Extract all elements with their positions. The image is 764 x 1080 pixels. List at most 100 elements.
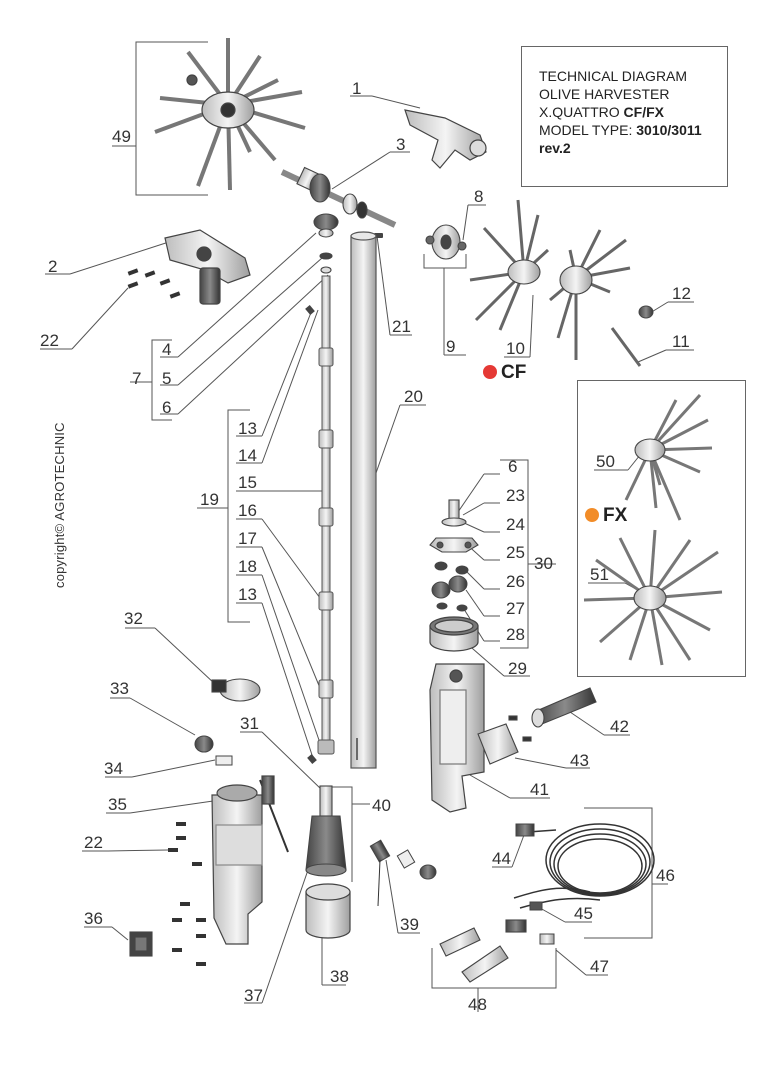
part-4-gear	[313, 213, 339, 238]
part-label-27: 27	[506, 599, 525, 618]
part-22-screws-bottom	[168, 822, 206, 966]
part-label-2: 2	[48, 257, 58, 276]
part-2-coupling	[164, 229, 251, 305]
cf-dot-icon	[483, 365, 497, 379]
part-label-19: 19	[200, 490, 219, 509]
title-line-1: TECHNICAL DIAGRAM	[539, 68, 688, 84]
part-label-38: 38	[330, 967, 349, 986]
part-label-6-left: 6	[162, 398, 172, 417]
part-5-bearing	[319, 252, 333, 260]
part-label-41: 41	[530, 780, 549, 799]
part-32-clamp	[211, 678, 261, 702]
part-label-11: 11	[672, 332, 690, 351]
part-36-switch	[129, 931, 153, 957]
part-label-31: 31	[240, 714, 259, 733]
part-label-23: 23	[506, 486, 525, 505]
part-31-armature	[305, 785, 347, 877]
part-label-28: 28	[506, 625, 525, 644]
part-label-13-bottom: 13	[238, 585, 257, 604]
part-label-25: 25	[506, 543, 525, 562]
part-label-18: 18	[238, 557, 257, 576]
part-11-cf-head	[549, 229, 642, 367]
part-label-47: 47	[590, 957, 609, 976]
fx-variant-box	[577, 380, 746, 677]
model-variants: CF/FX	[623, 104, 664, 120]
part-42-cable-sleeve	[531, 687, 597, 728]
revision: rev.2	[539, 140, 571, 156]
part-label-1: 1	[352, 79, 362, 98]
part-label-7: 7	[132, 369, 142, 388]
part-label-35: 35	[108, 795, 127, 814]
part-15-drive-rod	[317, 275, 335, 755]
part-label-44: 44	[492, 849, 511, 868]
part-label-3: 3	[396, 135, 406, 154]
part-13-key	[305, 305, 317, 764]
part-3-drive-shaft	[280, 166, 397, 228]
part-label-49: 49	[112, 127, 131, 146]
title-line-2: OLIVE HARVESTER	[539, 86, 670, 102]
part-label-45: 45	[574, 904, 593, 923]
cf-variant-marker: CF	[483, 362, 526, 384]
part-8-hub	[425, 224, 467, 260]
part-label-14: 14	[238, 446, 257, 465]
part-label-13-top: 13	[238, 419, 257, 438]
part-label-34: 34	[104, 759, 123, 778]
part-label-21: 21	[392, 317, 411, 336]
part-label-42: 42	[610, 717, 629, 736]
part-label-48: 48	[468, 995, 487, 1014]
part-label-33: 33	[110, 679, 129, 698]
model-type-value: 3010/3011	[636, 122, 702, 138]
copyright-text: copyright© AGROTECHNIC	[52, 422, 67, 588]
part-6-washer	[320, 266, 332, 274]
part-34-connector	[215, 755, 233, 766]
part-label-20: 20	[404, 387, 423, 406]
part-49-harvester-head	[154, 38, 306, 191]
part-35-motor-housing	[211, 775, 289, 945]
model-type-label: MODEL TYPE:	[539, 122, 637, 138]
part-33-knob	[194, 735, 214, 753]
part-23-25-shaft-assembly	[429, 499, 479, 553]
part-label-30: 30	[534, 554, 553, 573]
part-label-39: 39	[400, 915, 419, 934]
part-label-10: 10	[506, 339, 525, 358]
part-label-36: 36	[84, 909, 103, 928]
part-label-12: 12	[672, 284, 691, 303]
part-label-16: 16	[238, 501, 257, 520]
part-22-screws-top	[127, 268, 181, 299]
fx-dot-icon	[585, 508, 599, 522]
part-label-37: 37	[244, 986, 263, 1005]
model-name: X.QUATTRO	[539, 104, 624, 120]
part-label-22-top: 22	[40, 331, 59, 350]
part-label-43: 43	[570, 751, 589, 770]
part-10-cf-head	[469, 199, 550, 331]
part-45-terminals	[529, 901, 543, 911]
cf-label: CF	[501, 362, 527, 383]
part-label-29: 29	[508, 659, 527, 678]
leader-lines	[40, 41, 694, 1012]
part-44-plug	[515, 823, 535, 837]
part-label-17: 17	[238, 529, 257, 548]
title-line-4: MODEL TYPE: 3010/3011	[539, 121, 727, 139]
title-line-5: rev.2	[539, 139, 727, 157]
part-label-22-bottom: 22	[84, 833, 103, 852]
part-29-ring-gear	[429, 616, 479, 652]
part-label-4: 4	[162, 340, 172, 359]
part-label-46: 46	[656, 866, 675, 885]
part-1-head-body	[404, 109, 487, 169]
part-label-51: 51	[590, 565, 609, 584]
part-43-cover	[477, 715, 532, 765]
fx-label: FX	[603, 505, 628, 526]
part-label-6-right: 6	[508, 457, 518, 476]
part-12-cap	[638, 305, 654, 319]
part-47-clip	[539, 933, 555, 945]
part-label-24: 24	[506, 515, 525, 534]
part-26-28-gears	[431, 561, 469, 612]
part-48-battery-clamps	[439, 919, 527, 983]
fx-variant-marker: FX	[585, 505, 627, 527]
part-46-cable-coil	[513, 823, 655, 909]
part-label-40: 40	[372, 796, 391, 815]
part-label-32: 32	[124, 609, 143, 628]
title-block: TECHNICAL DIAGRAM OLIVE HARVESTER X.QUAT…	[521, 46, 728, 187]
part-51-fx-head	[583, 529, 723, 666]
